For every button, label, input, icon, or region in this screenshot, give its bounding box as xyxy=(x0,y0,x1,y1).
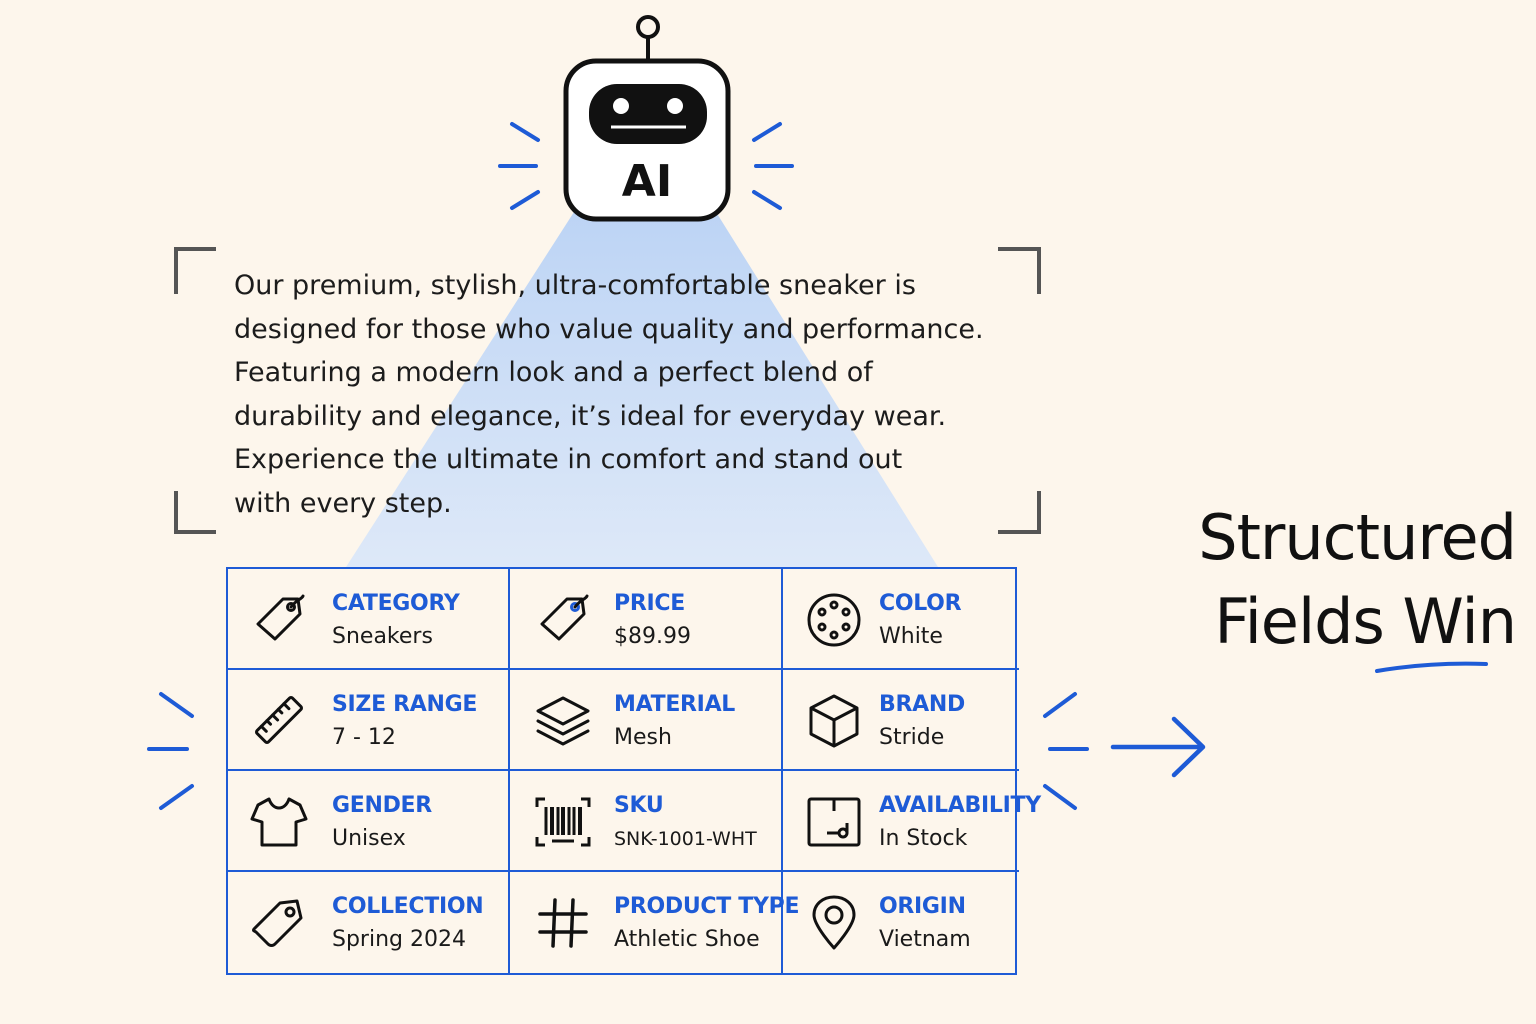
description-line: Experience the ultimate in comfort and s… xyxy=(234,444,903,475)
field-label: ORIGIN xyxy=(879,894,966,919)
field-label: COLLECTION xyxy=(332,894,484,919)
grid-side-rays xyxy=(147,692,1089,810)
robot-ai-label: AI xyxy=(621,156,673,207)
map-pin-icon xyxy=(812,895,856,950)
field-label: BRAND xyxy=(879,692,965,717)
barcode-icon xyxy=(535,797,591,847)
field-price: PRICE $89.99 xyxy=(510,569,783,670)
field-value: 7 - 12 xyxy=(332,725,396,750)
t-shirt-icon xyxy=(250,797,308,847)
headline: Structured Fields Win xyxy=(1120,496,1517,664)
field-availability: AVAILABILITY In Stock xyxy=(783,771,1041,872)
palette-icon xyxy=(807,593,861,647)
field-size-range: SIZE RANGE 7 - 12 xyxy=(228,670,510,771)
field-value: Athletic Shoe xyxy=(614,927,760,952)
field-label: MATERIAL xyxy=(614,692,736,717)
hash-icon xyxy=(538,898,588,948)
field-label: CATEGORY xyxy=(332,591,460,616)
description-line: Our premium, stylish, ultra-comfortable … xyxy=(234,270,916,301)
field-value: Sneakers xyxy=(332,624,433,649)
tag-icon xyxy=(256,594,305,641)
field-label: SIZE RANGE xyxy=(332,692,478,717)
field-product-type: PRODUCT TYPE Athletic Shoe xyxy=(510,872,800,973)
field-value: Stride xyxy=(879,725,945,750)
ruler-icon xyxy=(254,695,304,745)
label-icon xyxy=(251,899,303,947)
arrow-right-icon xyxy=(1110,716,1206,778)
field-brand: BRAND Stride xyxy=(783,670,1019,771)
field-label: PRODUCT TYPE xyxy=(614,894,800,919)
description-line: designed for those who value quality and… xyxy=(234,313,984,345)
description-line: with every step. xyxy=(234,487,452,519)
field-label: PRICE xyxy=(614,591,685,616)
headline-underline xyxy=(1375,661,1488,673)
structured-fields-grid: CATEGORY Sneakers PRICE $89.99 COLOR Whi… xyxy=(226,567,1041,975)
layers-icon xyxy=(536,696,590,746)
scan-beam xyxy=(346,212,938,567)
field-value: Spring 2024 xyxy=(332,927,466,952)
field-value: Unisex xyxy=(332,826,406,851)
field-label: GENDER xyxy=(332,793,432,818)
box-icon xyxy=(809,694,859,748)
field-value: Vietnam xyxy=(879,927,971,952)
field-value: White xyxy=(879,624,943,649)
field-collection: COLLECTION Spring 2024 xyxy=(228,872,510,973)
text-frame-brackets xyxy=(174,247,1041,534)
field-color: COLOR White xyxy=(783,569,1019,670)
field-category: CATEGORY Sneakers xyxy=(228,569,510,670)
description-line: Featuring a modern look and a perfect bl… xyxy=(234,357,873,388)
field-origin: ORIGIN Vietnam xyxy=(783,872,1019,973)
field-value: Mesh xyxy=(614,725,672,750)
robot-antenna xyxy=(636,15,660,62)
package-icon xyxy=(807,797,861,847)
field-value: SNK-1001-WHT xyxy=(614,828,757,850)
robot-head-icon xyxy=(563,58,731,222)
price-tag-icon xyxy=(540,594,589,641)
headline-line-2: Fields Win xyxy=(1214,585,1517,658)
robot-glow-rays xyxy=(498,122,794,210)
field-value: In Stock xyxy=(879,826,968,851)
field-label: AVAILABILITY xyxy=(879,793,1041,818)
field-sku: SKU SNK-1001-WHT xyxy=(510,771,783,872)
field-label: COLOR xyxy=(879,591,962,616)
field-label: SKU xyxy=(614,793,664,818)
headline-line-1: Structured xyxy=(1198,501,1517,574)
product-description: Our premium, stylish, ultra-comfortable … xyxy=(234,264,1024,525)
field-material: MATERIAL Mesh xyxy=(510,670,783,771)
field-value: $89.99 xyxy=(614,624,691,649)
description-line: durability and elegance, it’s ideal for … xyxy=(234,400,947,432)
field-gender: GENDER Unisex xyxy=(228,771,510,872)
